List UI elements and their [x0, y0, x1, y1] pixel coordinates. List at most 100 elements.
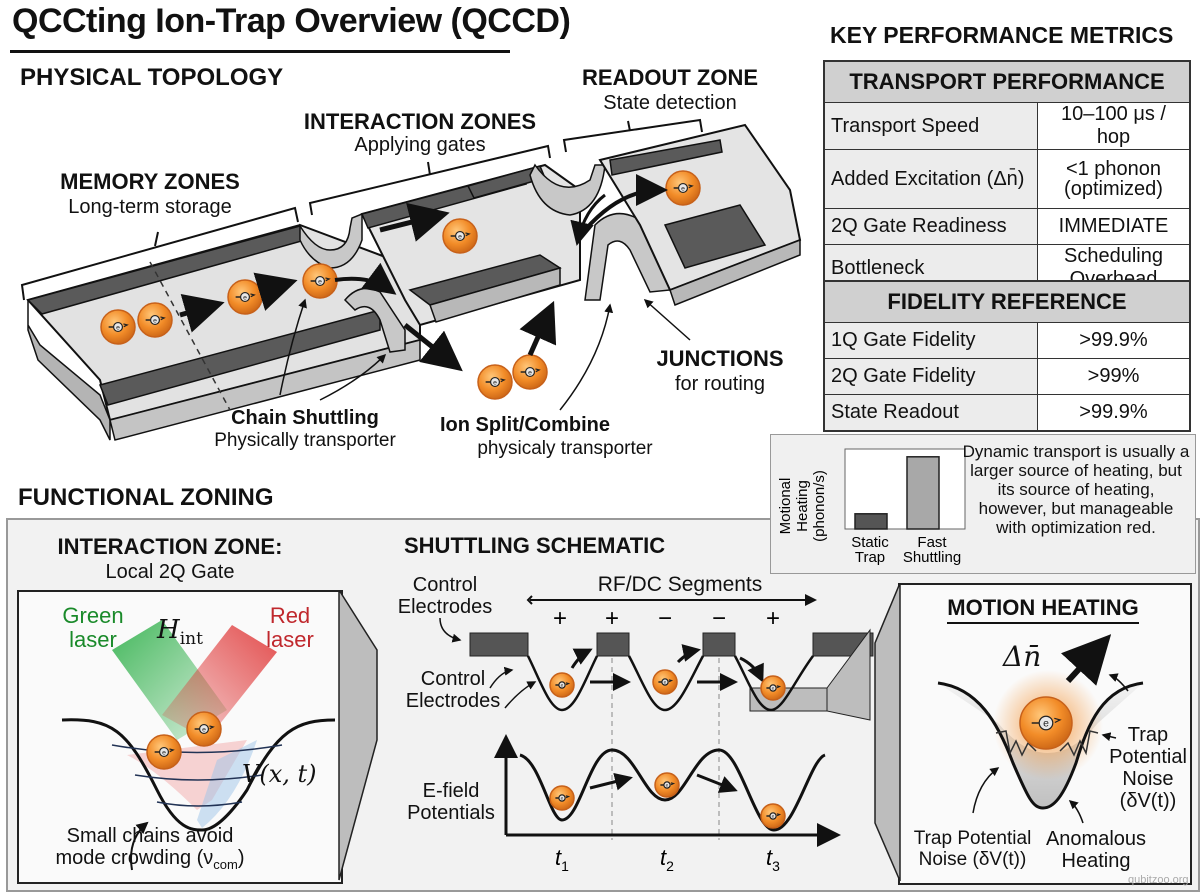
- control-electrode: [596, 632, 630, 657]
- watermark: qubitzoo.org: [1128, 874, 1189, 886]
- ion: e: [652, 669, 678, 695]
- anomalous-2: Heating: [1061, 850, 1131, 872]
- electron-glyph: e: [666, 784, 669, 789]
- upper-potential-wells: [526, 655, 815, 712]
- note-close: ): [237, 847, 245, 869]
- readout-zone-bracket: [562, 118, 703, 153]
- note-line-2: mode crowding (ν: [55, 847, 214, 869]
- readout-zone-label: READOUT ZONE: [582, 65, 758, 90]
- electron-glyph: e: [772, 815, 775, 820]
- electron-glyph: e: [458, 233, 462, 240]
- functional-zoning-heading: FUNCTIONAL ZONING: [18, 484, 274, 511]
- category-label-static-2: Trap: [855, 549, 885, 566]
- control-electrode: [469, 632, 529, 657]
- time-label: t2: [660, 845, 674, 874]
- page-title: QCCting Ion-Trap Overview (QCCD): [12, 2, 571, 40]
- ion: e: [760, 803, 786, 829]
- ion: e: [549, 672, 575, 698]
- junction-turn-arrow: [334, 262, 397, 295]
- interaction-zone-diagram: ee: [61, 590, 378, 881]
- electron-glyph: e: [493, 379, 497, 386]
- fidelity-table-heading: FIDELITY REFERENCE: [823, 280, 1191, 323]
- red-laser-label: Red laser: [255, 604, 325, 652]
- chart-ylabel-1: Motional: [777, 478, 794, 535]
- ion: e: [137, 302, 173, 338]
- transport-arrow: [379, 202, 450, 242]
- electron-glyph: e: [116, 324, 120, 331]
- table-row: Transport Speed 10–100 μs / hop: [823, 102, 1191, 150]
- green-laser-text: Green laser: [62, 603, 124, 652]
- title-underline: [10, 50, 510, 53]
- electron-glyph: e: [243, 294, 247, 301]
- interaction-zones-desc: Applying gates: [354, 134, 486, 156]
- interaction-zone-sub: Local 2Q Gate: [105, 561, 235, 583]
- red-laser-beam: [162, 625, 277, 740]
- polarity-sign: −: [658, 605, 672, 632]
- delta-n-arrow: [1060, 634, 1112, 686]
- chart-ylabel-2: Heating: [794, 480, 811, 532]
- control-electrodes-label-2: Control Electrodes: [405, 668, 501, 712]
- ion: e: [302, 263, 338, 299]
- interaction-zone-heading: INTERACTION ZONE:: [57, 534, 283, 559]
- transport-performance-table: TRANSPORT PERFORMANCE Transport Speed 10…: [823, 60, 1191, 293]
- ion: e: [654, 772, 680, 798]
- metric-value: <1 phonon (optimized): [1037, 149, 1191, 209]
- trap-noise-right-2: Potential: [1109, 746, 1187, 768]
- trap-noise-left-1: Trap Potential: [913, 828, 1032, 849]
- motion-heating-heading: MOTION HEATING: [898, 595, 1188, 624]
- readout-zone-substrate: [598, 123, 802, 306]
- polarity-sign: −: [712, 605, 726, 632]
- table-row: State Readout >99.9%: [823, 394, 1191, 432]
- junctions-label: JUNCTIONS: [656, 346, 784, 371]
- potential-label: V(x, t): [242, 760, 317, 788]
- transport-arrow: [179, 294, 225, 333]
- trap-noise-left-label: Trap Potential Noise (δV(t)): [905, 828, 1040, 870]
- metric-key: 1Q Gate Fidelity: [823, 322, 1038, 359]
- heating-trap-curve: [937, 681, 1144, 810]
- metric-key: State Readout: [823, 394, 1038, 432]
- physical-topology-heading: PHYSICAL TOPOLOGY: [20, 64, 284, 91]
- control-electrode: [702, 632, 736, 657]
- electron-glyph: e: [162, 749, 166, 756]
- fidelity-reference-table: FIDELITY REFERENCE 1Q Gate Fidelity >99.…: [823, 280, 1191, 432]
- chain-shuttling-label: Chain Shuttling: [231, 407, 379, 429]
- trap-noise-left-2: Noise (δV(t)): [918, 849, 1027, 870]
- readout-zone-desc: State detection: [603, 92, 737, 114]
- metrics-heading: KEY PERFORMANCE METRICS: [830, 22, 1174, 48]
- control-electrodes-label-1: Control Electrodes: [397, 574, 493, 618]
- noise-squiggle-left: [995, 730, 1037, 757]
- ion-split-combine-label: Ion Split/Combine: [440, 414, 610, 436]
- table-row: 2Q Gate Fidelity >99%: [823, 358, 1191, 395]
- ion: e: [100, 309, 136, 345]
- table-row: 2Q Gate Readiness IMMEDIATE: [823, 208, 1191, 245]
- ion: e: [549, 785, 575, 811]
- ion: e: [760, 675, 786, 701]
- electron-glyph: e: [528, 369, 532, 376]
- metric-key: 2Q Gate Readiness: [823, 208, 1038, 245]
- time-label: t1: [555, 845, 569, 874]
- metric-value: >99.9%: [1037, 394, 1191, 432]
- anomalous-1: Anomalous: [1045, 828, 1147, 850]
- metric-value: 10–100 μs / hop: [1037, 102, 1191, 150]
- shuttling-schematic-heading: SHUTTLING SCHEMATIC: [404, 533, 666, 558]
- ion: e: [146, 734, 182, 770]
- ion: e: [665, 170, 701, 206]
- metric-key: Added Excitation (Δn̄): [823, 149, 1038, 209]
- hamiltonian-label: Hint: [157, 615, 203, 649]
- efield-potential-curve: [519, 748, 826, 832]
- transport-table-heading: TRANSPORT PERFORMANCE: [823, 60, 1191, 103]
- bar-static-trap: [854, 513, 888, 530]
- ion: e: [1019, 696, 1073, 750]
- note-line-1: Small chains avoid: [66, 825, 234, 847]
- transport-arrow: [253, 272, 298, 311]
- delta-n-label: Δn̄: [1003, 640, 1042, 673]
- metric-value: >99%: [1037, 358, 1191, 395]
- memory-zone-desc: Long-term storage: [68, 196, 232, 218]
- trap-noise-right-1: Trap: [1127, 724, 1169, 746]
- mode-crowding-note: Small chains avoid mode crowding (νcom): [30, 825, 270, 876]
- noise-squiggle-right: [1059, 730, 1099, 757]
- time-label: t3: [766, 845, 780, 874]
- metric-value: >99.9%: [1037, 322, 1191, 359]
- memory-zone-label: MEMORY ZONES: [60, 169, 240, 194]
